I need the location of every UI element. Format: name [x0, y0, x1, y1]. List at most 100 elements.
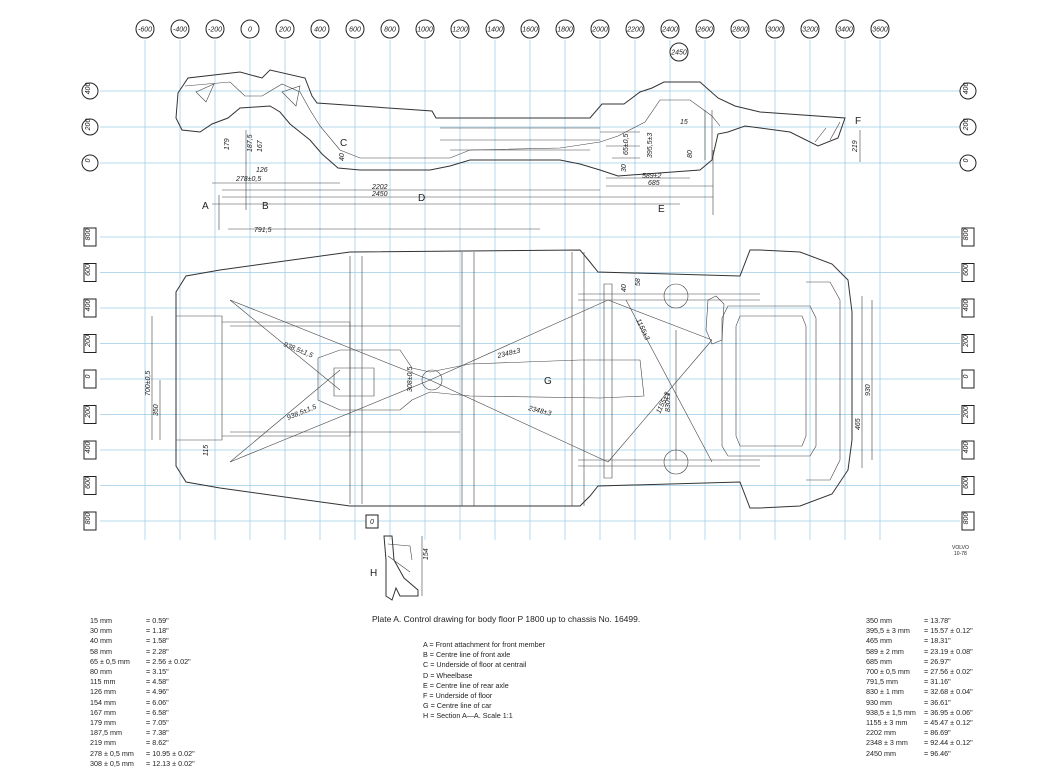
scale-marker — [835, 19, 855, 39]
scale-marker — [83, 227, 97, 247]
scale-marker — [83, 334, 97, 353]
conversion-row: 2348 ± 3 mm= 92.44 ± 0.12" — [866, 738, 973, 748]
svg-text:179: 179 — [224, 138, 231, 150]
svg-text:126: 126 — [256, 167, 268, 174]
svg-text:65±0,5: 65±0,5 — [623, 134, 630, 155]
svg-text:350: 350 — [153, 404, 160, 416]
svg-text:15: 15 — [680, 119, 688, 126]
scale-marker — [961, 440, 975, 460]
inch-value: = 86.69" — [924, 728, 951, 738]
mm-value: 791,5 mm — [866, 677, 898, 687]
side-elevation-view: 179 187,5 167 126 278±0,5 2202 2450 80 3… — [175, 69, 861, 230]
scale-label: 3000 — [767, 27, 783, 34]
scale-label: 0 — [963, 374, 970, 378]
scale-label: 2200 — [626, 27, 643, 34]
svg-text:930: 930 — [865, 384, 872, 396]
conversion-row: 126 mm= 4.96" — [90, 687, 195, 697]
inch-value: = 15.57 ± 0.12" — [924, 626, 973, 636]
svg-text:30: 30 — [621, 164, 628, 172]
scale-label: 2000 — [591, 27, 608, 34]
mm-value: 2202 mm — [866, 728, 896, 738]
scale-label: 3400 — [837, 27, 853, 34]
svg-text:938,5±1,5: 938,5±1,5 — [286, 404, 318, 422]
svg-text:1155±3: 1155±3 — [634, 318, 650, 342]
inch-value: = 6.06" — [146, 697, 169, 707]
conversion-row: 58 mm= 2.28" — [90, 647, 195, 657]
mm-value: 58 mm — [90, 646, 112, 656]
mm-value: 15 mm — [90, 616, 112, 625]
inch-value: = 0.59" — [146, 616, 169, 625]
mm-value: 2348 ± 3 mm — [866, 738, 908, 748]
mm-value: 395,5 ± 3 mm — [866, 626, 910, 636]
conversion-row: 465 mm= 18.31" — [866, 636, 973, 646]
scale-label: 400 — [85, 83, 92, 95]
scale-label: 1400 — [487, 27, 503, 34]
mm-value: 219 mm — [90, 738, 116, 748]
scale-marker — [765, 19, 785, 39]
scale-marker — [83, 476, 97, 495]
conversion-row: 219 mm = 8.62" — [90, 738, 195, 748]
scale-marker — [961, 369, 975, 389]
svg-text:115: 115 — [203, 445, 210, 456]
conversion-row: 154 mm = 6.06" — [90, 698, 195, 708]
conversion-table-left: 15 mm= 0.59"30 mm= 1.18"40 mm= 1.58"58 m… — [90, 616, 195, 769]
mm-value: 308 ± 0,5 mm — [90, 758, 134, 768]
legend-item: F = Underside of floor — [423, 691, 493, 701]
mm-value: 167 mm — [90, 707, 116, 717]
scale-marker — [83, 511, 97, 531]
conversion-row: 308 ± 0,5 mm= 12.13 ± 0.02" — [90, 759, 195, 769]
scale-marker — [959, 118, 977, 136]
mm-value: 1155 ± 3 mm — [866, 718, 908, 728]
svg-text:700±0,5: 700±0,5 — [145, 371, 152, 396]
legend-item: G = Centre line of car — [423, 701, 492, 711]
svg-text:40: 40 — [621, 284, 628, 292]
svg-text:B: B — [262, 201, 269, 212]
mm-value: 187,5 mm — [90, 728, 122, 738]
mm-value: 830 ± 1 mm — [866, 687, 904, 697]
scale-label: 2600 — [696, 27, 713, 34]
scale-label: 200 — [963, 335, 970, 348]
svg-text:278±0,5: 278±0,5 — [235, 176, 261, 183]
scale-marker — [961, 298, 975, 318]
scale-marker — [380, 19, 400, 39]
scale-marker — [83, 369, 97, 389]
svg-text:465: 465 — [855, 418, 862, 430]
mm-value: 40 mm — [90, 636, 112, 646]
scale-marker — [170, 19, 190, 39]
svg-text:2450: 2450 — [670, 50, 687, 57]
scale-marker — [83, 405, 97, 424]
conversion-row: 1155 ± 3 mm = 45.47 ± 0.12" — [866, 718, 973, 728]
scale-marker — [961, 334, 975, 353]
inch-value: = 3.15" — [146, 667, 169, 677]
svg-text:589±2: 589±2 — [642, 173, 662, 180]
scale-label: 600 — [963, 477, 970, 489]
scale-marker — [520, 19, 540, 39]
conversion-row: 830 ± 1 mm= 32.68 ± 0.04" — [866, 687, 973, 697]
svg-text:F: F — [855, 116, 861, 127]
conversion-row: 115 mm= 4.58" — [90, 677, 195, 687]
scale-marker — [415, 19, 435, 39]
scale-marker — [959, 82, 977, 100]
legend-item: A = Front attachment for front member — [423, 640, 546, 649]
scale-label: 3200 — [802, 27, 818, 34]
mm-value: 938,5 ± 1,5 mm — [866, 707, 916, 717]
legend-item: H = Section A—A. Scale 1:1 — [423, 711, 513, 721]
inch-value: = 8.62" — [146, 738, 169, 748]
svg-text:2202: 2202 — [371, 184, 388, 191]
scale-marker — [205, 19, 225, 39]
scale-label: 1600 — [522, 27, 538, 34]
mm-value: 154 mm — [90, 697, 116, 707]
conversion-row: 589 ± 2 mm= 23.19 ± 0.08" — [866, 647, 973, 657]
conversion-row: 395,5 ± 3 mm = 15.57 ± 0.12" — [866, 626, 973, 636]
scale-label: 400 — [963, 83, 970, 95]
conversion-row: 685 mm= 26.97" — [866, 657, 973, 667]
inch-value: = 96.46" — [924, 748, 951, 758]
scale-label: 600 — [963, 264, 970, 276]
inch-value: = 45.47 ± 0.12" — [924, 718, 973, 728]
svg-text:187,5: 187,5 — [247, 134, 254, 152]
svg-text:G: G — [544, 376, 552, 387]
section-a-a: 0 154 H — [365, 514, 430, 601]
conversion-row: 30 mm= 1.18" — [90, 626, 195, 636]
conversion-row: 80 mm= 3.15" — [90, 667, 195, 677]
